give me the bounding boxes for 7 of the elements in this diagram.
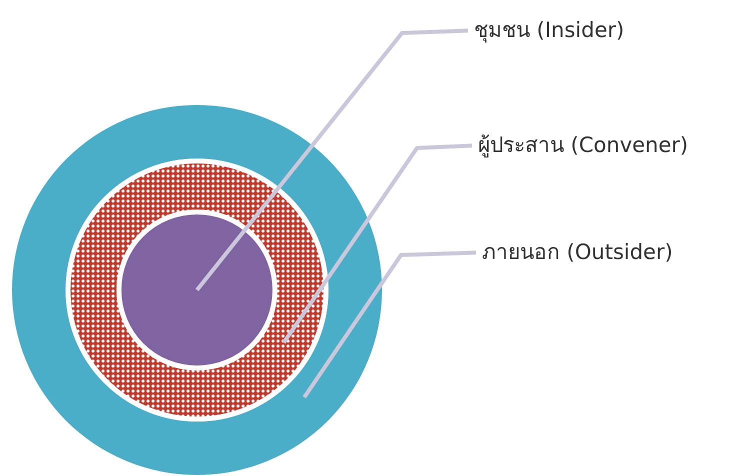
inner-circle xyxy=(116,210,278,370)
leader-line xyxy=(302,250,476,398)
leader-line xyxy=(195,28,468,292)
layer-label: ผู้ประสาน (Convener) xyxy=(478,133,688,158)
layer-label: ภายนอก (Outsider) xyxy=(482,240,673,266)
layer-label: ชุมชน (Insider) xyxy=(474,18,624,44)
leader-line xyxy=(282,144,472,344)
